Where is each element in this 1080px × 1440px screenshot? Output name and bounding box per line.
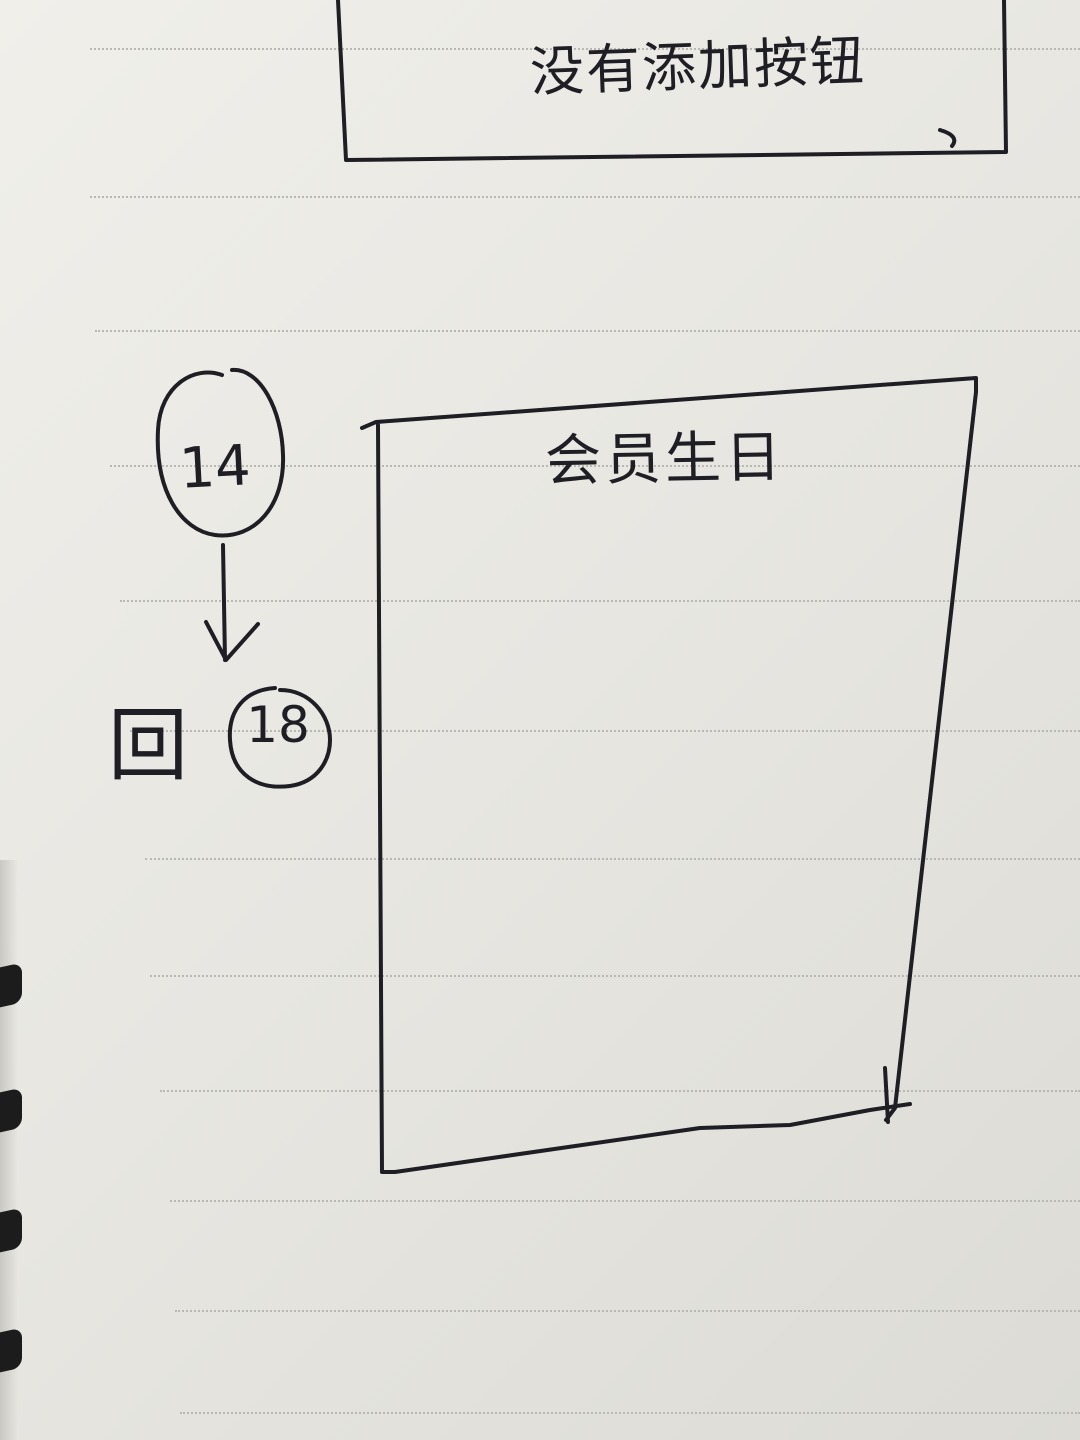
ruled-line — [95, 330, 1080, 332]
end-circle-shape — [227, 686, 332, 789]
ruled-line — [150, 975, 1080, 977]
ruled-line — [180, 1412, 1080, 1414]
arrow-down-icon — [204, 543, 260, 662]
frame-title: 会员生日 — [544, 424, 786, 495]
ruled-line — [90, 48, 1080, 50]
start-heart-shape — [155, 367, 286, 538]
phone-frame-outline — [360, 376, 978, 1174]
ruled-line — [160, 1090, 1080, 1092]
ruled-line — [130, 730, 1080, 732]
ruled-line — [90, 196, 1080, 198]
ruled-line — [170, 1200, 1080, 1202]
end-value: 18 — [246, 696, 310, 754]
ruled-line — [145, 858, 1080, 860]
ruled-line — [110, 465, 1080, 467]
start-value: 14 — [177, 433, 253, 502]
top-box-outline — [336, 0, 1008, 162]
top-box-note: 没有添加按钮 — [528, 29, 867, 104]
ruled-line — [175, 1310, 1080, 1312]
end-label: 回 — [108, 699, 188, 792]
ruled-line — [120, 600, 1080, 602]
